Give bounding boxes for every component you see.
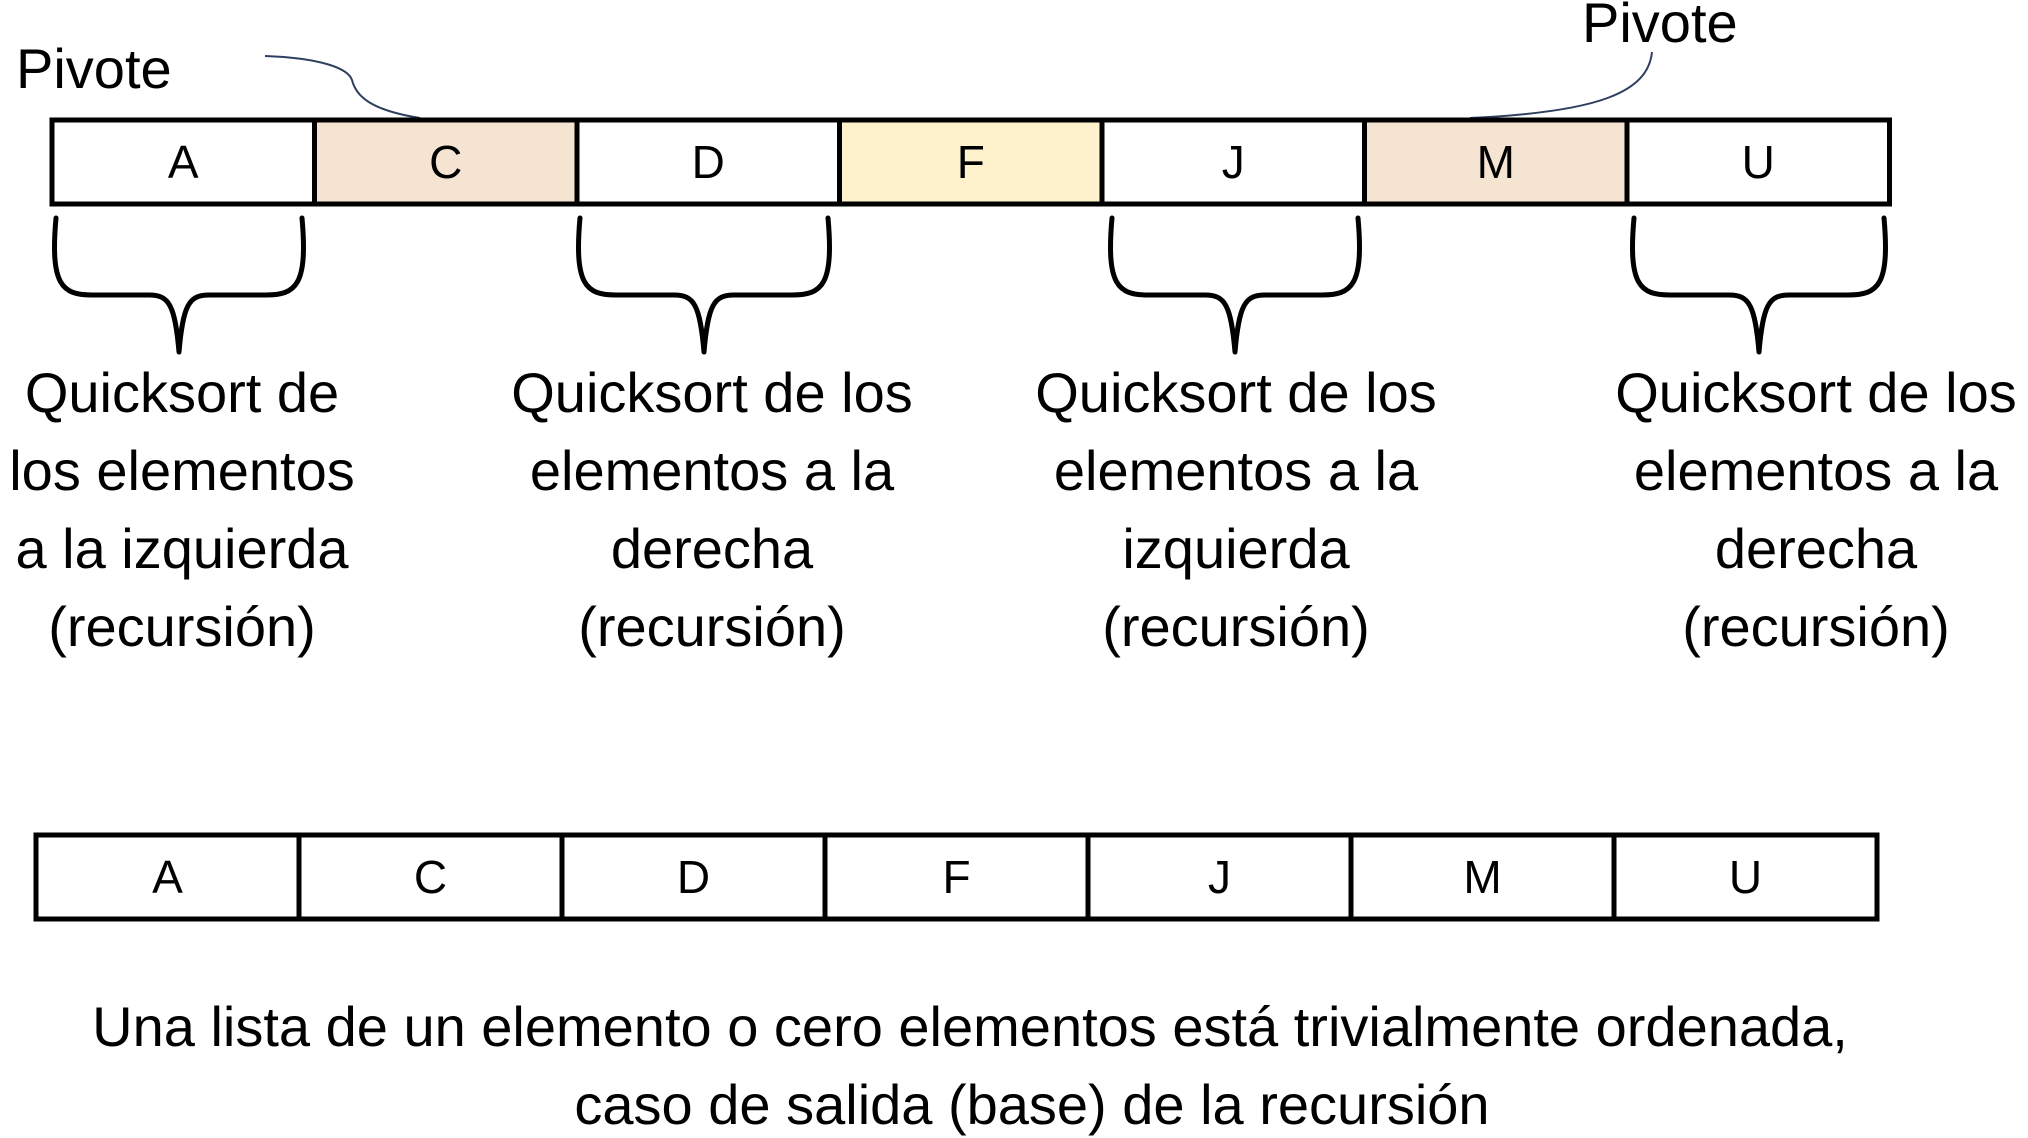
sorted-cell-f: F xyxy=(822,832,1091,922)
sorted-cell-label: U xyxy=(1729,851,1762,903)
recursion-label-line: Quicksort de los xyxy=(511,361,913,424)
sorted-cell-label: F xyxy=(942,851,970,903)
sorted-cell-box xyxy=(1085,832,1354,922)
sorted-cell-box xyxy=(1348,832,1617,922)
top-cell-label: M xyxy=(1477,136,1515,188)
top-cell-j: J xyxy=(1099,117,1367,207)
top-cell-a: A xyxy=(49,117,317,207)
recursion-label-line: Quicksort de xyxy=(25,361,339,424)
recursion-label-line: Quicksort de los xyxy=(1615,361,2017,424)
top-cell-label: F xyxy=(957,136,985,188)
sorted-cell-label: A xyxy=(152,851,183,903)
recursion-label-line: (recursión) xyxy=(1102,595,1370,658)
recursion-label-2: Quicksort de los elementos a la derecha (re… xyxy=(511,361,913,658)
recursion-label-line: elementos a la xyxy=(1054,439,1419,502)
sorted-cell-j: J xyxy=(1085,832,1354,922)
top-cell-m: M xyxy=(1362,117,1630,207)
recursion-brace-3 xyxy=(1108,215,1362,355)
top-cell-f: F xyxy=(837,117,1105,207)
sorted-cell-label: C xyxy=(414,851,447,903)
sorted-cell-box xyxy=(1611,832,1880,922)
pivot-connector-left xyxy=(264,55,421,119)
caption-line-2: caso de salida (base) de la recursión xyxy=(574,1073,1489,1136)
recursion-label-line: elementos a la xyxy=(1634,439,1999,502)
sorted-cell-label: J xyxy=(1208,851,1231,903)
recursion-brace-2 xyxy=(576,215,832,355)
recursion-label-line: izquierda xyxy=(1122,517,1350,580)
recursion-brace-1 xyxy=(52,215,306,355)
recursion-label-4: Quicksort de los elementos a la derecha (re… xyxy=(1615,361,2017,658)
recursion-label-1: Quicksort de los elementos a la izquierda (… xyxy=(9,361,355,658)
recursion-label-line: derecha xyxy=(1715,517,1918,580)
sorted-cell-box xyxy=(33,832,302,922)
recursion-label-line: Quicksort de los xyxy=(1035,361,1437,424)
top-cell-label: U xyxy=(1742,136,1775,188)
sorted-cell-d: D xyxy=(559,832,828,922)
top-cell-label: A xyxy=(168,136,199,188)
sorted-cell-box xyxy=(559,832,828,922)
recursion-label-3: Quicksort de los elementos a la izquierda (… xyxy=(1035,361,1437,658)
sorted-cell-label: M xyxy=(1463,851,1501,903)
caption: Una lista de un elemento o cero elemento… xyxy=(92,995,1848,1136)
sorted-cell-m: M xyxy=(1348,832,1617,922)
top-cell-label: D xyxy=(692,136,725,188)
top-cell-box xyxy=(1099,117,1367,207)
top-cell-box xyxy=(1624,117,1892,207)
top-cell-c: C xyxy=(312,117,580,207)
top-cell-label: C xyxy=(429,136,462,188)
pivot-label-left: Pivote xyxy=(16,37,172,100)
recursion-label-line: elementos a la xyxy=(530,439,895,502)
pivot-annotations: Pivote Pivote xyxy=(16,0,1738,119)
top-cell-u: U xyxy=(1624,117,1892,207)
recursion-label-line: los elementos xyxy=(9,439,355,502)
recursion-label-line: a la izquierda xyxy=(15,517,349,580)
top-cell-box xyxy=(312,117,580,207)
sorted-cell-u: U xyxy=(1611,832,1880,922)
pivot-connector-right xyxy=(1469,51,1653,119)
recursion-brace-4 xyxy=(1630,215,1888,355)
recursion-label-line: (recursión) xyxy=(48,595,316,658)
recursion-label-line: derecha xyxy=(611,517,814,580)
recursion-braces xyxy=(52,215,1888,355)
top-cell-box xyxy=(1362,117,1630,207)
recursion-labels: Quicksort de los elementos a la izquierda (… xyxy=(9,361,2017,658)
top-cell-box xyxy=(574,117,842,207)
recursion-label-line: (recursión) xyxy=(578,595,846,658)
sorted-cell-a: A xyxy=(33,832,302,922)
recursion-label-line: (recursión) xyxy=(1682,595,1950,658)
top-cell-box xyxy=(49,117,317,207)
pivot-label-right: Pivote xyxy=(1582,0,1738,54)
top-cell-label: J xyxy=(1222,136,1245,188)
caption-line-1: Una lista de un elemento o cero elemento… xyxy=(92,995,1848,1058)
sorted-cell-box xyxy=(296,832,565,922)
top-cell-d: D xyxy=(574,117,842,207)
sorted-cell-label: D xyxy=(677,851,710,903)
sorted-cell-c: C xyxy=(296,832,565,922)
